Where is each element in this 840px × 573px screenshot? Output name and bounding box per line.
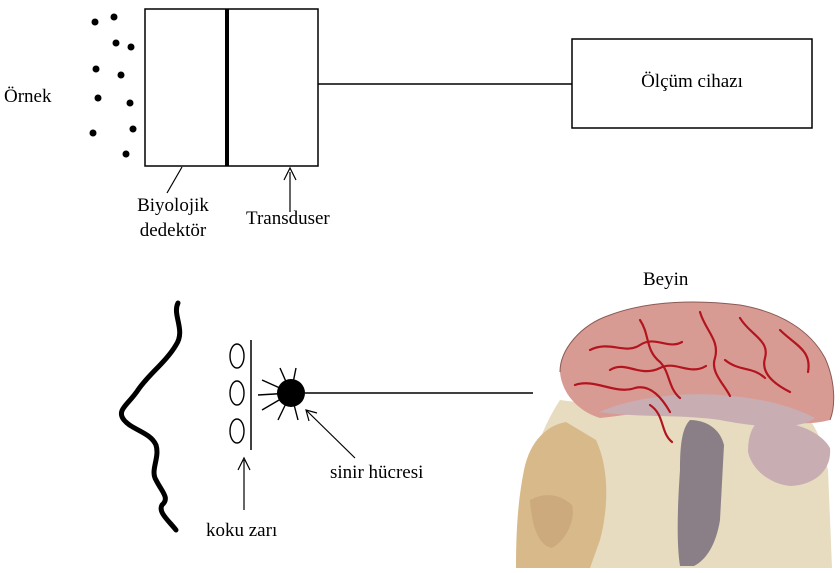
sample-dot: [130, 126, 137, 133]
sample-particles: [90, 14, 137, 158]
sample-dot: [113, 40, 120, 47]
nerve-cell-pointer-line: [306, 410, 355, 458]
sample-dot: [111, 14, 118, 21]
sample-dot: [123, 151, 130, 158]
sample-dot: [92, 19, 99, 26]
sample-dot: [95, 95, 102, 102]
brain-illustration: [516, 302, 834, 568]
bio-detector-label-line1: Biyolojik: [118, 195, 228, 217]
sample-dot: [90, 130, 97, 137]
bio-detector-label-line2: dedektör: [118, 220, 228, 242]
receptor-ellipse: [230, 419, 244, 443]
sample-dot: [118, 72, 125, 79]
brain-label: Beyin: [643, 269, 688, 291]
sample-dot: [127, 100, 134, 107]
nerve-cell-label: sinir hücresi: [330, 462, 423, 484]
measuring-device-label: Ölçüm cihazı: [572, 71, 812, 93]
receptor-ellipse: [230, 344, 244, 368]
olfactory-membrane-label: koku zarı: [206, 520, 277, 542]
sample-label: Örnek: [4, 86, 51, 108]
receptor-ellipse: [230, 381, 244, 405]
bio-detector-pointer: [167, 167, 182, 193]
nerve-cell-body: [277, 379, 305, 407]
sample-dot: [93, 66, 100, 73]
sample-dot: [128, 44, 135, 51]
transducer-label: Transduser: [246, 208, 330, 230]
face-tissue: [516, 422, 606, 568]
nose-profile: [121, 303, 179, 530]
biosensor-box: [145, 9, 318, 166]
olfactory-receptors: [230, 344, 244, 443]
